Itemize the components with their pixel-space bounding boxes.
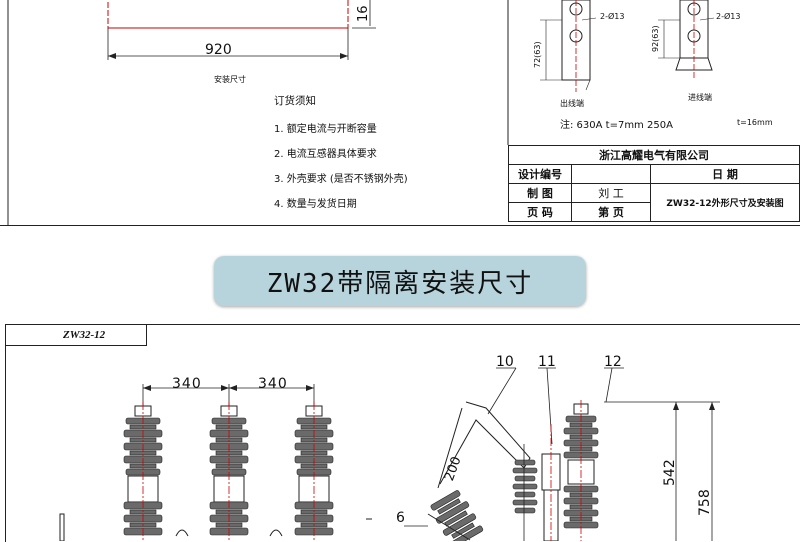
install-caption: 安装尺寸 (214, 75, 246, 84)
outlet-label: 出线端 (560, 99, 584, 108)
order-note-item: 2. 电流互感器具体要求 (274, 149, 377, 160)
top-drawing-panel: 920 16 安装尺寸 2-Ø13 2-Ø13 72(63) 92(63) 出线… (0, 0, 800, 226)
order-note-item: 3. 外壳要求 (是否不锈钢外壳) (274, 174, 408, 185)
page-code-label: 页 码 (508, 202, 572, 222)
top-drawing-svg (7, 0, 715, 225)
section-title: ZW32带隔离安装尺寸 (214, 256, 586, 306)
dim-16-label: 16 (356, 5, 371, 22)
dim-920-label: 920 (205, 42, 232, 58)
thickness-note: t=16mm (737, 118, 773, 127)
bottom-drawing-svg (59, 367, 720, 541)
hole-label-right: 2-Ø13 (716, 12, 741, 21)
dim-92-right: 92(63) (651, 25, 660, 52)
callout-12: 12 (604, 354, 622, 370)
bottom-drawing-panel (5, 324, 800, 542)
page-label: 第 页 (571, 202, 651, 222)
dim-72-left: 72(63) (533, 41, 542, 68)
insulator-a (123, 402, 163, 541)
current-note: 注: 630A t=7mm 250A (560, 120, 673, 131)
design-no-label: 设计编号 (508, 164, 572, 184)
dim-340-left: 340 (172, 376, 202, 392)
dim-758: 758 (697, 489, 713, 516)
inlet-terminal-drawing (658, 0, 715, 78)
order-notes: 订货须知 1. 额定电流与开断容量 2. 电流互感器具体要求 3. 外壳要求 (… (274, 93, 408, 220)
drawing-title: ZW32-12外形尺寸及安装图 (650, 183, 800, 222)
design-no-value (571, 164, 651, 184)
inlet-label: 进线端 (688, 93, 712, 102)
hole-label-left: 2-Ø13 (600, 12, 625, 21)
order-note-item: 1. 额定电流与开断容量 (274, 124, 377, 135)
order-notes-heading: 订货须知 (274, 95, 316, 107)
insulator-c (294, 402, 334, 541)
outlet-terminal-drawing (540, 0, 597, 92)
dim-340-right: 340 (258, 376, 288, 392)
company-name: 浙江高耀电气有限公司 (508, 145, 800, 165)
drawn-label: 制 图 (508, 183, 572, 203)
isolator-side-view (404, 367, 720, 541)
dim-542: 542 (662, 459, 678, 486)
callout-11: 11 (538, 354, 556, 370)
order-note-item: 4. 数量与发货日期 (274, 199, 357, 210)
date-label: 日 期 (650, 164, 800, 184)
callout-10: 10 (496, 354, 514, 370)
insulator-b (209, 402, 249, 541)
drawer-name: 刘 工 (571, 183, 651, 203)
title-block: 浙江高耀电气有限公司 设计编号 日 期 制 图 刘 工 ZW32-12外形尺寸及… (508, 145, 800, 222)
callout-6: 6 (396, 510, 405, 526)
model-label: ZW32-12 (5, 324, 147, 346)
